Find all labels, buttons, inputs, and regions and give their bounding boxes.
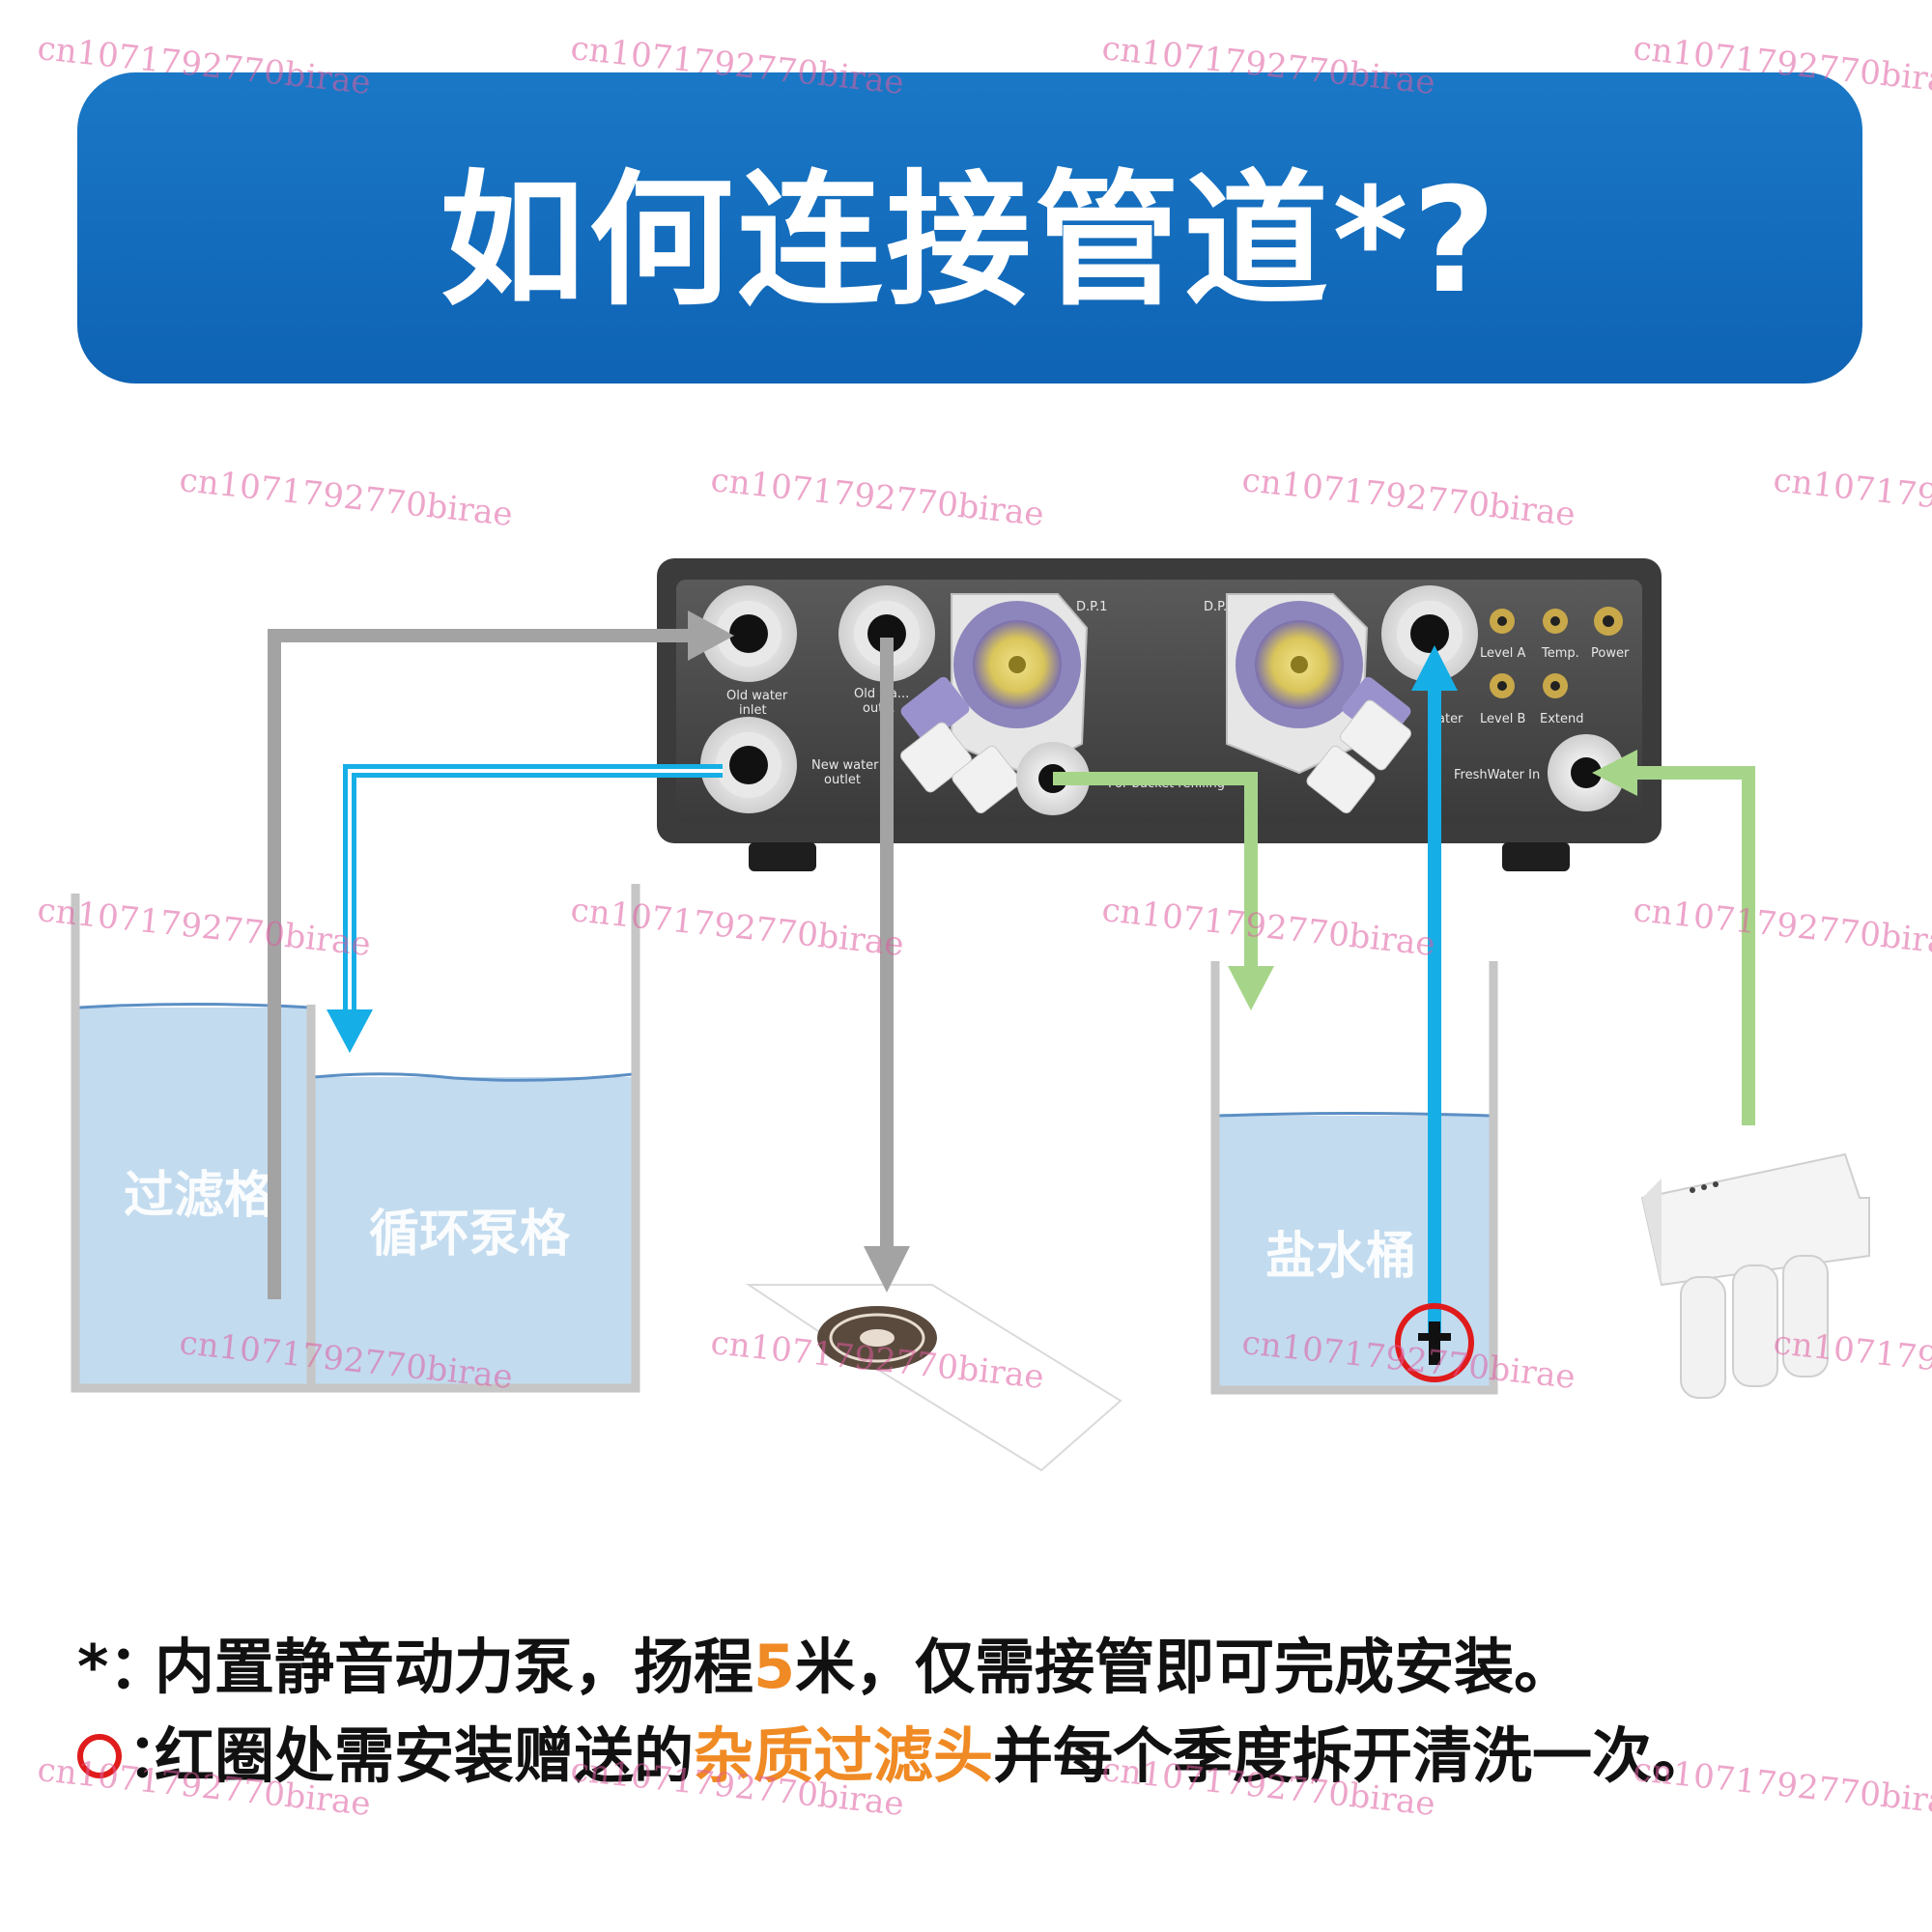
old-water-inlet-port[interactable]	[700, 585, 797, 682]
note-line-1: *： 内置静音动力泵，扬程 5 米，仅需接管即可完成安装。	[77, 1623, 1874, 1712]
freshwater-in-port[interactable]	[1548, 734, 1625, 811]
temp-label: Temp.	[1541, 646, 1579, 661]
red-ring-marker	[1395, 1303, 1474, 1382]
new-water-outlet-label: New water outlet	[811, 758, 883, 787]
extend-label: Extend	[1540, 712, 1584, 726]
note-1-text-b: 米，仅需接管即可完成安装。	[795, 1632, 1575, 1702]
device-foot-right	[1502, 842, 1570, 871]
level-b-label: Level B	[1480, 712, 1525, 726]
page-title: 如何连接管道*?	[440, 156, 1500, 326]
gray-pipe-old-water-in	[268, 611, 734, 1299]
old-water-inlet-label: Old water inlet	[726, 689, 791, 718]
note-1-highlight: 5	[753, 1632, 796, 1702]
note-2-marker: ：	[128, 1720, 188, 1791]
note-line-2: ： 红圈处需安装赠送的 杂质过滤头 并每个季度拆开清洗一次。	[77, 1712, 1874, 1801]
pump-2-fitting-b	[1340, 699, 1411, 771]
ro-filter-unit	[1640, 1152, 1870, 1399]
freshwater-in-label: FreshWater In	[1454, 768, 1540, 782]
red-circle-icon	[77, 1734, 122, 1778]
power-label: Power	[1591, 646, 1630, 661]
blue-pipe-new-water-out	[327, 764, 723, 1053]
note-2-text-a: 红圈处需安装赠送的	[155, 1720, 695, 1791]
filter-compartment-label: 过滤格	[124, 1167, 275, 1225]
pump-1-fitting-a	[900, 676, 970, 744]
saltwater-port[interactable]	[1381, 585, 1478, 682]
pump-compartment	[313, 1072, 634, 1384]
note-1-marker: *：	[77, 1632, 169, 1702]
level-a-jack[interactable]	[1490, 609, 1515, 634]
old-water-outlet-port[interactable]	[838, 585, 935, 682]
dosing-pump-2	[1226, 593, 1411, 814]
salt-water-bucket	[1210, 961, 1498, 1395]
device-foot-left	[749, 842, 816, 871]
level-b-jack[interactable]	[1490, 673, 1515, 698]
green-pipe-bucket-refill	[1053, 772, 1274, 1010]
pump-2-fitting-c	[1306, 745, 1376, 814]
gray-pipe-old-water-out	[864, 638, 910, 1293]
old-water-inlet-label-line1: Old water	[726, 689, 788, 703]
level-a-label: Level A	[1480, 646, 1525, 661]
blue-pipe-saltwater-up	[1411, 645, 1458, 1338]
controller-device: Old water inlet Old wa... out... New wat…	[657, 558, 1662, 871]
pump-compartment-label: 循环泵格	[369, 1206, 571, 1264]
footnotes: *： 内置静音动力泵，扬程 5 米，仅需接管即可完成安装。 ： 红圈处需安装赠送…	[77, 1623, 1874, 1801]
dp1-label: D.P.1	[1076, 600, 1107, 614]
power-jack[interactable]	[1594, 607, 1623, 636]
title-banner: 如何连接管道*?	[77, 72, 1862, 384]
dp2-label: D.P.2	[1204, 600, 1235, 614]
extend-jack[interactable]	[1543, 673, 1568, 698]
salt-bucket-label: 盐水桶	[1265, 1228, 1416, 1286]
note-2-highlight: 杂质过滤头	[694, 1720, 994, 1791]
pump-1-fitting-c	[952, 745, 1021, 814]
old-water-inlet-label-line2: inlet	[739, 703, 767, 718]
new-water-outlet-port[interactable]	[700, 717, 797, 813]
floor-drain	[745, 1284, 1122, 1472]
green-pipe-freshwater-in	[1592, 750, 1755, 1125]
note-2-text-b: 并每个季度拆开清洗一次。	[993, 1720, 1713, 1791]
note-1-text-a: 内置静音动力泵，扬程	[155, 1632, 754, 1702]
sump-tank-walls	[71, 884, 640, 1393]
saltwater-label-partial: ater	[1437, 712, 1463, 726]
intake-filter-head	[1395, 1303, 1474, 1382]
temp-jack[interactable]	[1543, 609, 1568, 634]
dosing-pump-1	[900, 593, 1089, 814]
